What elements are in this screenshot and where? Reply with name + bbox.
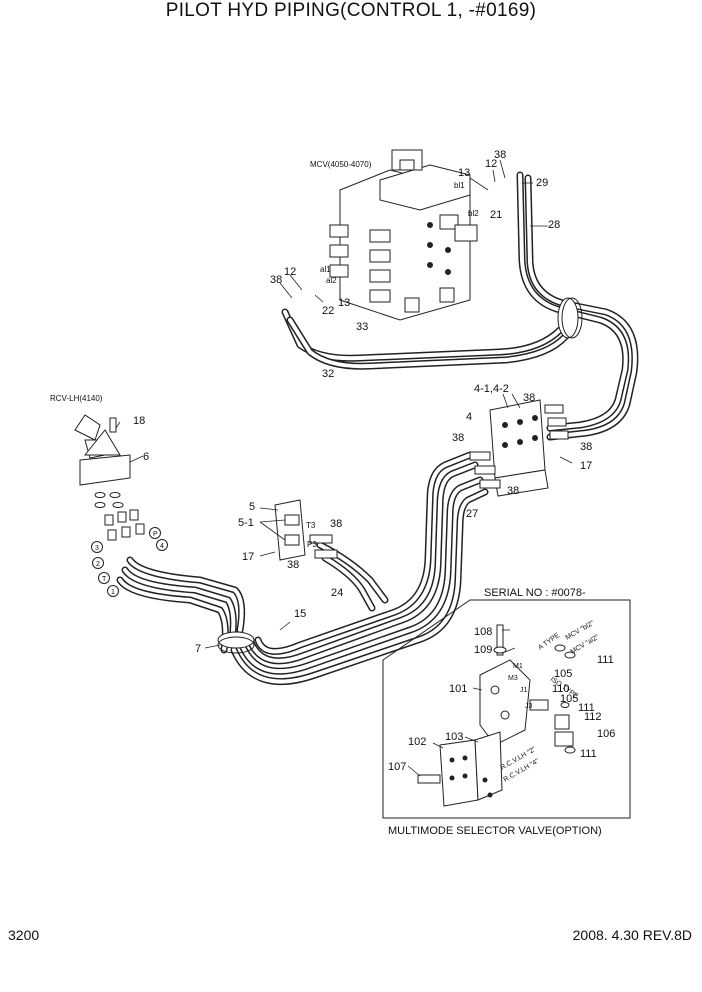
label-5-1: 5-1 (238, 517, 254, 529)
page-number: 3200 (8, 927, 40, 943)
label-serial: SERIAL NO : #0078- (484, 587, 586, 599)
label-12: 12 (485, 158, 497, 170)
label-24: 24 (331, 587, 343, 599)
label-18: 18 (133, 415, 145, 427)
label-101: 101 (449, 683, 467, 695)
label-108: 108 (474, 626, 492, 638)
label-111-a: 111 (597, 654, 614, 666)
port-2: 2 (96, 561, 100, 568)
label-38-j3: 38 (580, 441, 592, 453)
rcv-joystick (74, 414, 145, 541)
label-a-type: A TYPE (537, 632, 561, 652)
label-109: 109 (474, 644, 492, 656)
label-4: 4 (466, 411, 472, 423)
label-15: 15 (294, 608, 306, 620)
port-4: 4 (160, 543, 164, 550)
label-38-j1: 38 (523, 392, 535, 404)
label-33: 33 (356, 321, 368, 333)
label-6: 6 (143, 451, 149, 463)
label-13-mcv: 13 (338, 297, 350, 309)
label-13: 13 (458, 167, 470, 179)
label-21: 21 (490, 209, 502, 221)
label-29: 29 (536, 177, 548, 189)
label-27: 27 (466, 508, 478, 520)
port-1: 1 (111, 589, 115, 596)
port-t: T (102, 576, 107, 583)
label-5: 5 (249, 501, 255, 513)
port-p: P (153, 531, 158, 538)
label-102: 102 (408, 736, 426, 748)
label-al2: al2 (326, 276, 337, 285)
label-j3: J3 (525, 703, 533, 710)
port-3: 3 (95, 545, 99, 552)
label-28: 28 (548, 219, 560, 231)
revision-date: 2008. 4.30 REV.8D (572, 927, 692, 943)
label-38-mcv: 38 (270, 274, 282, 286)
label-mcv: MCV(4050-4070) (310, 160, 372, 169)
label-38-b5b: 38 (287, 559, 299, 571)
label-32: 32 (322, 368, 334, 380)
label-38-j4: 38 (507, 485, 519, 497)
label-multimode: MULTIMODE SELECTOR VALVE(OPTION) (388, 825, 602, 837)
label-bl1: bl1 (454, 181, 465, 190)
label-106: 106 (597, 728, 615, 740)
label-22: 22 (322, 305, 334, 317)
label-38-j2: 38 (452, 432, 464, 444)
block-5 (274, 499, 338, 561)
page-title: PILOT HYD PIPING(CONTROL 1, -#0169) (165, 0, 537, 21)
hose-clamp-7 (217, 631, 255, 654)
label-j1: J1 (520, 687, 528, 694)
label-38-b5a: 38 (330, 518, 342, 530)
label-112: 112 (584, 711, 602, 723)
label-107: 107 (388, 761, 406, 773)
multimode-selector-inset (382, 599, 631, 819)
label-al1: al1 (320, 265, 331, 274)
label-p3: P3 (307, 540, 317, 549)
label-105-b: 105 (560, 693, 578, 705)
label-17-b5: 17 (242, 551, 254, 563)
label-111-b: 111 (578, 702, 595, 714)
label-4-1-4-2: 4-1,4-2 (474, 383, 509, 395)
hose-clamp-ring (557, 297, 583, 339)
port-circles (91, 527, 168, 597)
hose-bundle (116, 171, 639, 685)
label-103: 103 (445, 731, 463, 743)
label-17-j: 17 (580, 460, 592, 472)
label-m1: M1 (513, 663, 523, 670)
label-rcv: RCV-LH(4140) (50, 394, 103, 403)
label-t3: T3 (306, 521, 316, 530)
label-m3: M3 (508, 675, 518, 682)
label-7: 7 (195, 643, 201, 655)
label-bl2: bl2 (468, 209, 479, 218)
label-12-mcv: 12 (284, 266, 296, 278)
junction-block-4 (469, 399, 569, 497)
mcv-valve-body (329, 149, 478, 321)
label-111-c: 111 (580, 748, 597, 760)
label-110: 110 (552, 683, 570, 695)
label-38: 38 (494, 149, 506, 161)
label-105-a: 105 (554, 668, 572, 680)
leader-lines (115, 159, 573, 777)
